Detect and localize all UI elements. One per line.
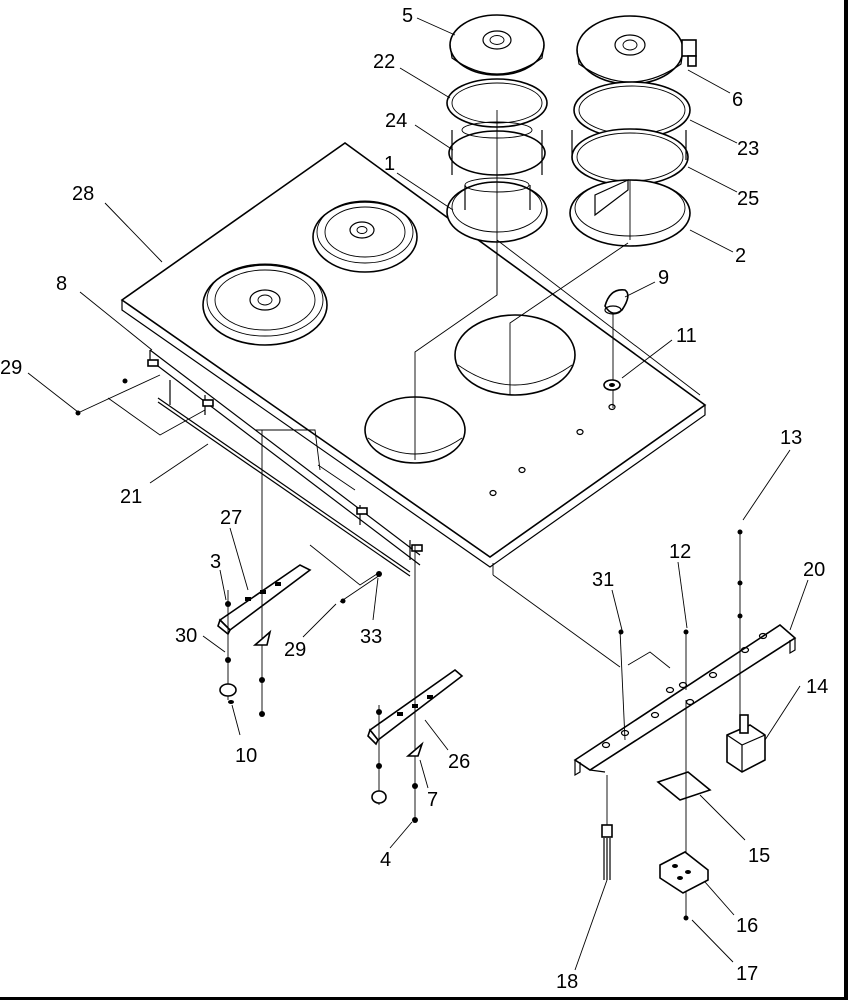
callout-24: 24 (385, 110, 407, 132)
callout-20: 20 (803, 559, 825, 581)
callout-28: 28 (72, 183, 94, 205)
switch-bracket-right (367, 545, 464, 823)
callout-labels: 5 22 24 1 6 23 25 2 28 8 29 9 11 21 13 2… (0, 5, 828, 993)
callout-6: 6 (732, 89, 743, 111)
callout-25: 25 (737, 188, 759, 210)
callout-9: 9 (658, 267, 669, 289)
callout-3: 3 (210, 551, 221, 573)
callout-14: 14 (806, 676, 828, 698)
callout-7: 7 (427, 789, 438, 811)
insulator-plate (656, 771, 712, 801)
callout-26: 26 (448, 751, 470, 773)
leader-lines (27, 17, 809, 971)
callout-16: 16 (736, 915, 758, 937)
assembly-guide-lines (414, 239, 701, 460)
switch-block (726, 714, 766, 773)
callout-13: 13 (780, 427, 802, 449)
callout-11: 11 (676, 325, 697, 347)
front-bracket-assembly (75, 349, 423, 604)
callout-29b: 29 (284, 639, 306, 661)
callout-29a: 29 (0, 357, 22, 379)
callout-17: 17 (736, 963, 758, 985)
callout-33: 33 (360, 626, 382, 648)
switch-bracket-left (217, 430, 312, 717)
right-border (844, 0, 848, 1000)
knob-and-washer (603, 289, 629, 411)
callout-23: 23 (737, 138, 759, 160)
callout-4: 4 (380, 849, 391, 871)
burner-element-large (202, 263, 328, 346)
callout-2: 2 (735, 245, 746, 267)
cooktop-panel (120, 142, 707, 568)
callout-30: 30 (175, 625, 197, 647)
callout-27: 27 (220, 507, 242, 529)
callout-10: 10 (235, 745, 257, 767)
burner-element-medium (312, 200, 418, 273)
callout-1: 1 (384, 153, 395, 175)
panel-holes (489, 428, 584, 497)
surface-unit-right-stack (569, 15, 697, 247)
surface-unit-left-stack (446, 14, 548, 295)
callout-15: 15 (748, 845, 770, 867)
callout-31: 31 (592, 569, 614, 591)
bottom-border (0, 997, 848, 1000)
callout-12: 12 (669, 541, 691, 563)
rear-bracket-assembly (492, 529, 797, 777)
callout-8: 8 (56, 273, 67, 295)
callout-5: 5 (402, 5, 413, 27)
callout-21: 21 (120, 486, 142, 508)
terminal-block (659, 700, 709, 921)
callout-18: 18 (556, 971, 578, 993)
callout-22: 22 (373, 51, 395, 73)
power-cord-connector (601, 775, 613, 880)
